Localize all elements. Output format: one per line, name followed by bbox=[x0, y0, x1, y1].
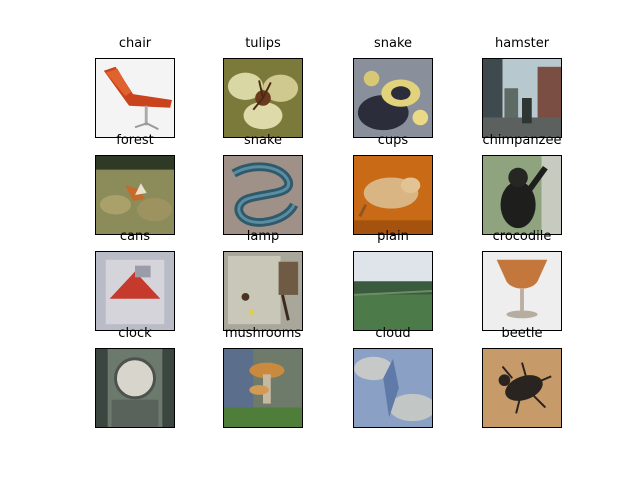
image-label: hamster bbox=[494, 36, 550, 51]
image-label: clock bbox=[118, 326, 152, 341]
image-label: chimpanzee bbox=[482, 133, 562, 148]
snake-thumbnail bbox=[353, 58, 433, 138]
image-label: cups bbox=[377, 133, 409, 148]
grid-cell-8: chimpanzee bbox=[482, 133, 562, 235]
image-label: crocodile bbox=[492, 229, 552, 244]
image-label: cans bbox=[119, 229, 151, 244]
sky-cloud-thumbnail bbox=[353, 348, 433, 428]
grid-cell-10: lamp bbox=[223, 229, 303, 331]
grid-cell-1: chair bbox=[95, 36, 175, 138]
grid-cell-7: cups bbox=[353, 133, 433, 235]
image-label: snake bbox=[243, 133, 283, 148]
grid-cell-11: plain bbox=[353, 229, 433, 331]
grid-cell-3: snake bbox=[353, 36, 433, 138]
tulip-flower-thumbnail bbox=[223, 58, 303, 138]
image-label: lamp bbox=[246, 229, 280, 244]
grid-cell-15: cloud bbox=[353, 326, 433, 428]
grid-cell-14: mushrooms bbox=[223, 326, 303, 428]
coiled-snake-thumbnail bbox=[223, 155, 303, 235]
image-label: beetle bbox=[501, 326, 543, 341]
image-label: mushrooms bbox=[224, 326, 302, 341]
chair-thumbnail bbox=[95, 58, 175, 138]
box-lamp-thumbnail bbox=[223, 251, 303, 331]
clock-tower-thumbnail bbox=[95, 348, 175, 428]
grid-cell-4: hamster bbox=[482, 36, 562, 138]
grid-cell-13: clock bbox=[95, 326, 175, 428]
image-label: snake bbox=[373, 36, 413, 51]
image-label: tulips bbox=[245, 36, 281, 51]
grid-cell-6: snake bbox=[223, 133, 303, 235]
field-landscape-thumbnail bbox=[353, 251, 433, 331]
grid-cell-5: forest bbox=[95, 133, 175, 235]
orange-animal-thumbnail bbox=[353, 155, 433, 235]
image-label: forest bbox=[116, 133, 154, 148]
mushroom-thumbnail bbox=[223, 348, 303, 428]
image-label: chair bbox=[118, 36, 152, 51]
grid-cell-9: cans bbox=[95, 229, 175, 331]
street-scene-thumbnail bbox=[482, 58, 562, 138]
red-sign-thumbnail bbox=[95, 251, 175, 331]
image-label: plain bbox=[377, 229, 409, 244]
grid-cell-2: tulips bbox=[223, 36, 303, 138]
chimpanzee-thumbnail bbox=[482, 155, 562, 235]
image-label: cloud bbox=[375, 326, 411, 341]
grid-cell-12: crocodile bbox=[482, 229, 562, 331]
goblet-thumbnail bbox=[482, 251, 562, 331]
grid-cell-16: beetle bbox=[482, 326, 562, 428]
fox-grass-thumbnail bbox=[95, 155, 175, 235]
beetle-thumbnail bbox=[482, 348, 562, 428]
